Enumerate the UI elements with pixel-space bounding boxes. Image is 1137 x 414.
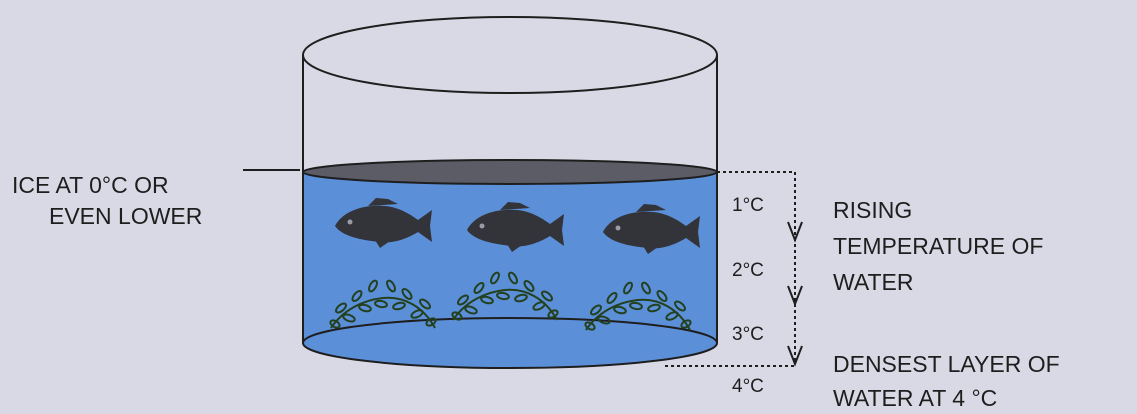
down-arrow-icon: [788, 222, 802, 240]
temperature-label-4: 4°C: [732, 376, 764, 397]
temperature-label-1: 1°C: [732, 195, 764, 216]
rising-label-line-3: WATER: [833, 269, 914, 295]
ice-label-line-1: ICE AT 0°C OR: [12, 172, 169, 198]
temperature-label-2: 2°C: [732, 260, 764, 281]
container-bottom-rim: [303, 318, 717, 368]
ice-label-line-2: EVEN LOWER: [49, 203, 202, 229]
densest-label-line-2: WATER AT 4 °C: [833, 385, 997, 411]
ice-layer: [303, 160, 717, 184]
container: [303, 17, 717, 368]
densest-label-line-1: DENSEST LAYER OF: [833, 351, 1060, 377]
temperature-label-3: 3°C: [732, 324, 764, 345]
container-top-rim: [303, 17, 717, 93]
rising-label-line-1: RISING: [833, 197, 912, 223]
rising-label-line-2: TEMPERATURE OF: [833, 233, 1043, 259]
